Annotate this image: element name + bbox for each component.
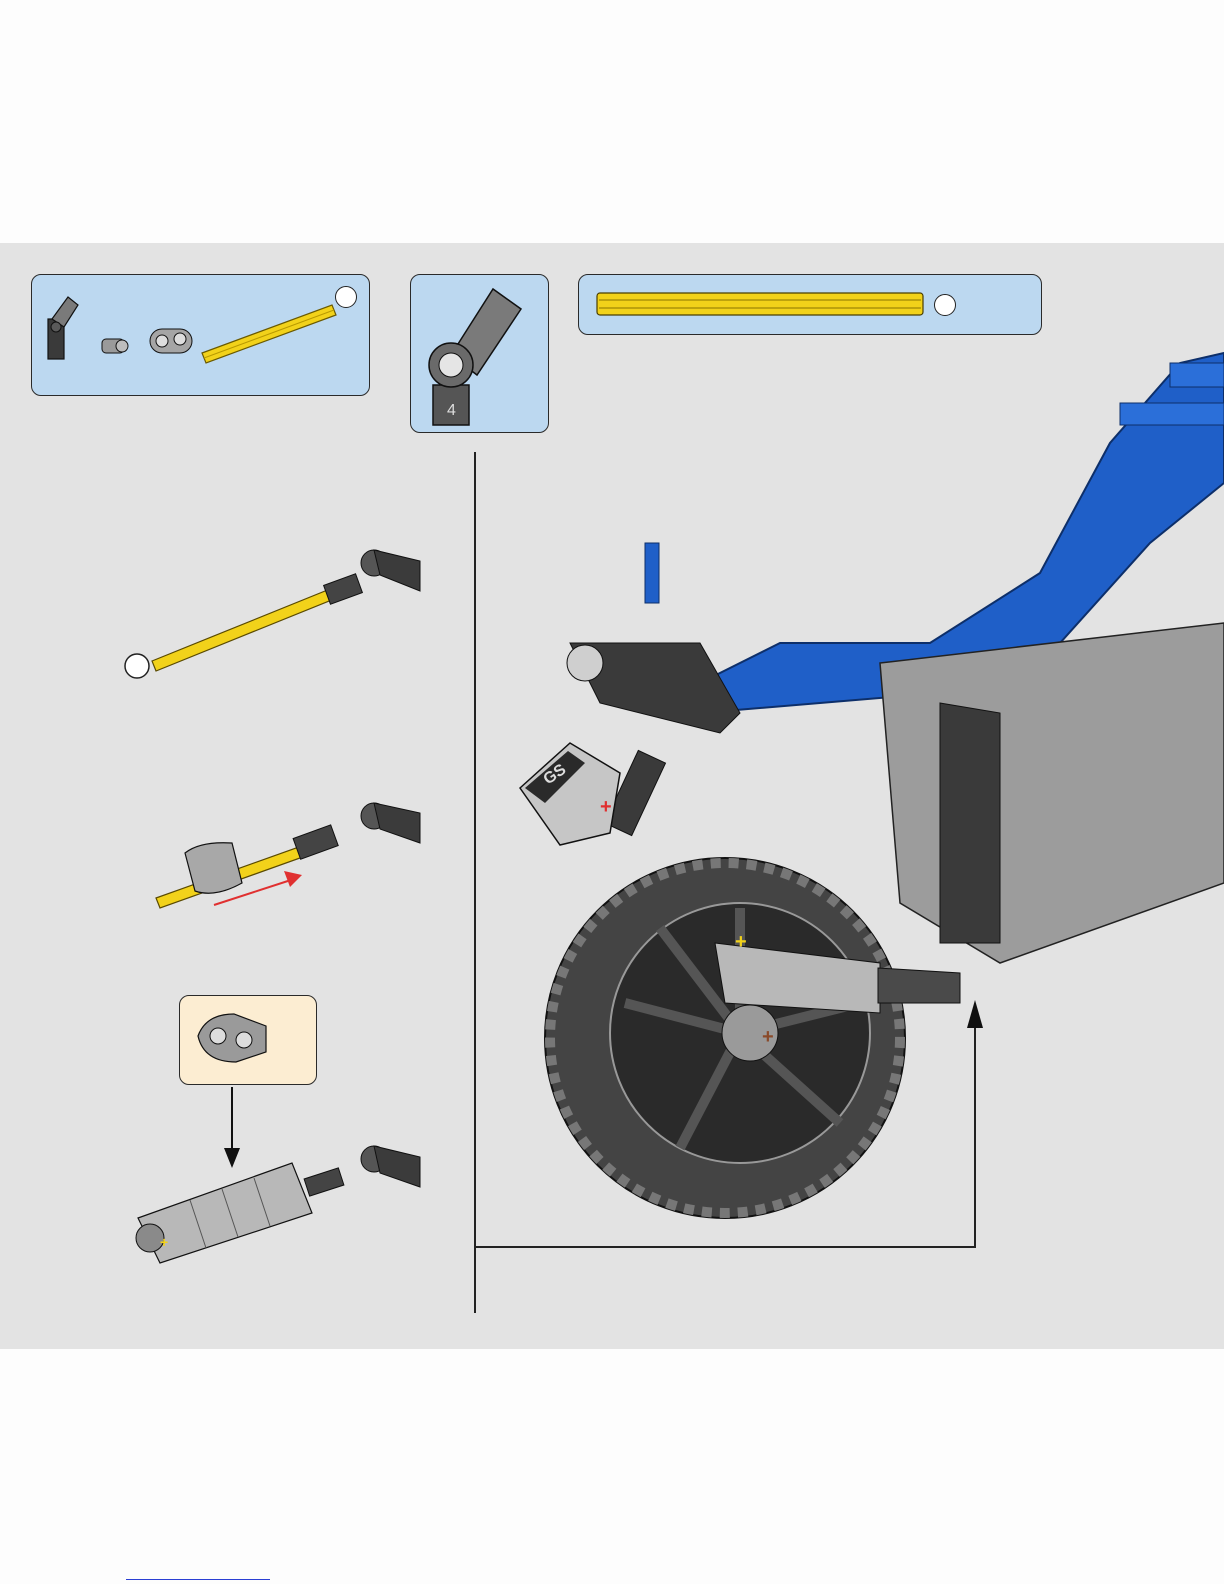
gs-badge-plate: GS +: [520, 743, 620, 845]
svg-text:+: +: [735, 931, 747, 953]
svg-text:+: +: [762, 1026, 774, 1048]
svg-text:+: +: [600, 796, 612, 818]
instruction-panel: 4: [0, 243, 1224, 1349]
rear-wheel: +: [545, 858, 905, 1218]
footer-rule: [126, 1579, 270, 1580]
main-model-illustration: GS + + +: [0, 243, 1224, 1349]
gray-chassis: [880, 623, 1224, 963]
